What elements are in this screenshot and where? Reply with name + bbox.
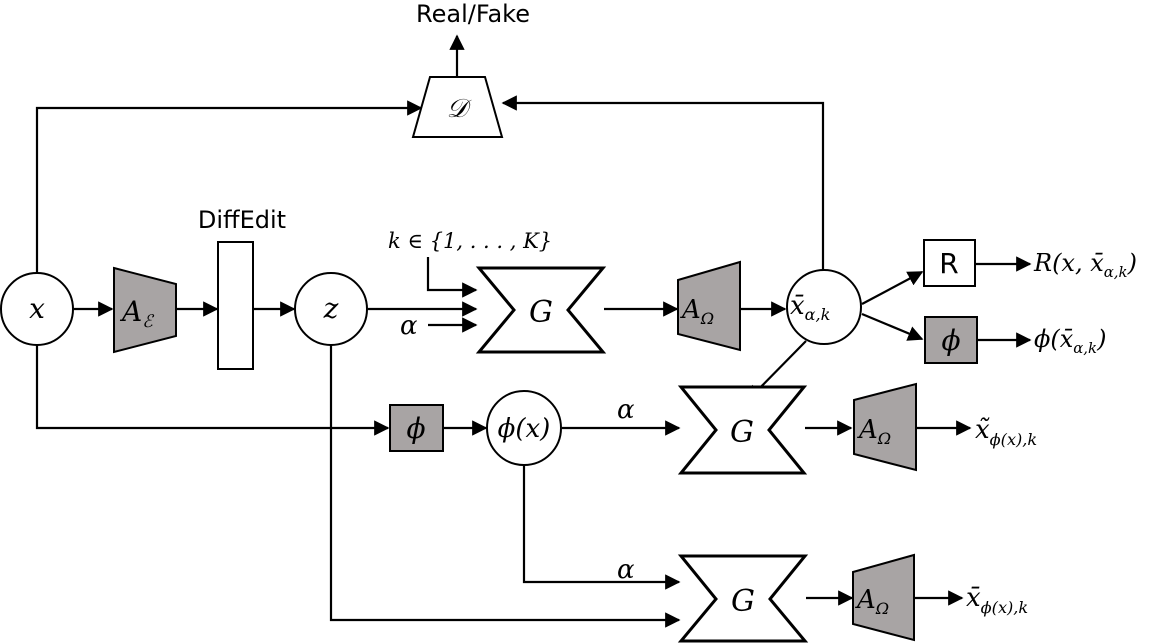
decoder-top-block: AΩ bbox=[677, 260, 741, 352]
tilde-output-label: x̃ϕ(x),k bbox=[975, 415, 1037, 449]
encoder-block: Aℰ bbox=[113, 266, 177, 354]
generator-mid-label: G bbox=[730, 415, 754, 450]
generator-mid-shape bbox=[677, 385, 808, 475]
node-x-label: x bbox=[29, 292, 45, 325]
node-xbar-label: x̄α,k bbox=[790, 291, 830, 324]
diffedit-label: DiffEdit bbox=[198, 206, 286, 234]
phi-mid-rect bbox=[389, 404, 444, 452]
phi-mid-block: ϕ bbox=[389, 404, 444, 452]
encoder-shape bbox=[113, 266, 177, 354]
alpha-label-bottom: α bbox=[617, 555, 635, 585]
edge-x-to-phi-mid bbox=[35, 340, 390, 436]
phi-output-label: ϕ(x̄α,k) bbox=[1034, 325, 1106, 357]
phi-right-label: ϕ bbox=[941, 324, 960, 357]
node-x-circle bbox=[0, 272, 74, 346]
generator-top-block: G bbox=[475, 266, 607, 354]
generator-bottom-block: G bbox=[677, 554, 809, 643]
node-phi-x-circle bbox=[486, 390, 562, 466]
generator-top-shape bbox=[475, 266, 607, 354]
phi-right-rect bbox=[924, 316, 978, 364]
generator-top-label: G bbox=[529, 295, 553, 330]
node-z-label: z bbox=[323, 292, 339, 325]
r-rect bbox=[923, 239, 976, 287]
connections bbox=[35, 34, 1032, 628]
edge-phi-x-to-generator-bottom bbox=[522, 463, 681, 590]
diffedit-rect bbox=[217, 241, 254, 370]
r-block: R bbox=[923, 239, 976, 287]
encoder-label: Aℰ bbox=[119, 295, 155, 332]
bar-output-label: x̄ϕ(x),k bbox=[966, 583, 1028, 617]
node-x: x bbox=[0, 272, 74, 346]
diffedit-block: DiffEdit bbox=[198, 206, 286, 370]
r-output-label: R(x, x̄α,k) bbox=[1033, 249, 1137, 281]
r-label: R bbox=[939, 247, 958, 280]
edge-k-to-generator-top bbox=[426, 257, 478, 298]
decoder-bottom-shape bbox=[852, 553, 915, 642]
decoder-mid-block: AΩ bbox=[853, 382, 917, 472]
node-xbar-circle bbox=[786, 269, 862, 345]
discriminator-shape bbox=[411, 76, 504, 138]
edge-xbar-to-phi-right bbox=[861, 312, 924, 341]
phi-mid-label: ϕ bbox=[406, 412, 425, 445]
decoder-mid-shape bbox=[853, 382, 917, 472]
edge-xbar-to-discriminator bbox=[501, 95, 825, 272]
k-set-label: k ∈ {1, . . . , K} bbox=[388, 229, 552, 253]
phi-right-block: ϕ bbox=[924, 316, 978, 364]
decoder-bottom-label: AΩ bbox=[855, 585, 889, 618]
node-z: z bbox=[294, 272, 368, 346]
decoder-top-label: AΩ bbox=[680, 295, 714, 328]
edge-xbar-to-r bbox=[861, 271, 924, 305]
node-phi-x: ϕ(x) bbox=[486, 390, 562, 466]
edge-x-to-discriminator bbox=[35, 100, 423, 278]
generator-mid-block: G bbox=[677, 385, 808, 475]
decoder-top-shape bbox=[677, 260, 741, 352]
decoder-bottom-block: AΩ bbox=[852, 553, 915, 642]
decoder-mid-label: AΩ bbox=[857, 415, 891, 448]
real-fake-label: Real/Fake bbox=[416, 0, 530, 28]
edge-z-to-generator-bottom bbox=[329, 340, 681, 628]
generator-bottom-shape bbox=[677, 554, 809, 643]
discriminator-block: 𝒟 bbox=[411, 76, 504, 138]
alpha-label-mid: α bbox=[617, 395, 635, 425]
node-z-circle bbox=[294, 272, 368, 346]
alpha-label-top: α bbox=[400, 311, 418, 341]
node-xbar: x̄α,k bbox=[786, 269, 862, 345]
node-phi-x-label: ϕ(x) bbox=[498, 414, 551, 444]
generator-bottom-label: G bbox=[731, 584, 755, 619]
